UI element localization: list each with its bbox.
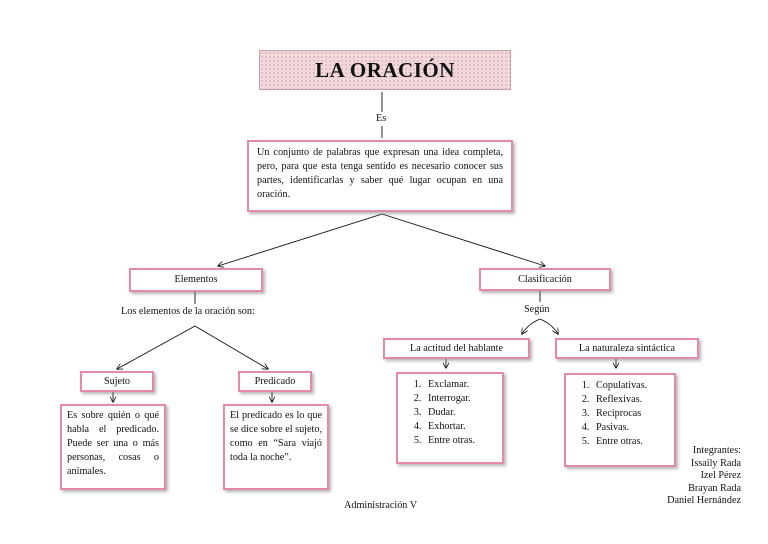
integrante-name: Issaily Rada [690, 457, 741, 469]
clasificacion-label: Clasificación [518, 273, 572, 285]
integrantes-block: Integrantes: Issaily Rada Izel Pérez Bra… [611, 445, 741, 508]
list-item: Exclamar. [424, 378, 502, 392]
naturaleza-label: La naturaleza sintáctica [578, 342, 676, 354]
naturaleza-list-box: Copulativas. Reflexivas. Reciprocas Pasi… [564, 373, 676, 467]
clasificacion-box: Clasificación [479, 268, 611, 291]
arrow-to-actitud [522, 318, 541, 334]
list-item: Exhortar. [424, 420, 502, 434]
definition-box: Un conjunto de palabras que expresan una… [247, 140, 513, 212]
sujeto-description: Es sobre quién o qué habla el predicado.… [67, 410, 159, 477]
integrante-name: Izel Pérez [700, 470, 741, 481]
footer-course: Administración V [344, 500, 418, 511]
predicado-box: Predicado [238, 371, 312, 392]
predicado-label: Predicado [254, 375, 296, 387]
list-item: Reflexivas. [592, 393, 674, 407]
list-item: Reciprocas [592, 407, 674, 421]
definition-text: Un conjunto de palabras que expresan una… [257, 147, 503, 200]
list-item: Pasivas. [592, 421, 674, 435]
sujeto-label: Sujeto [103, 375, 131, 387]
elementos-label: Elementos [174, 274, 218, 285]
clasificacion-connector: Según [524, 304, 550, 315]
naturaleza-list: Copulativas. Reflexivas. Reciprocas Pasi… [566, 379, 674, 449]
arrow-to-naturaleza [539, 318, 558, 334]
list-item: Entre otras. [424, 434, 502, 448]
page-title: LA ORACIÓN [315, 57, 455, 82]
integrantes-heading: Integrantes: [692, 445, 741, 456]
list-item: Interrogar. [424, 392, 502, 406]
actitud-label: La actitud del hablante [409, 342, 504, 354]
list-item: Dudar. [424, 406, 502, 420]
connector-es: Es [376, 113, 387, 124]
integrante-name: Daniel Hernández [667, 495, 741, 506]
sujeto-description-box: Es sobre quién o qué habla el predicado.… [60, 404, 166, 490]
predicado-description-box: El predicado es lo que se dice sobre el … [223, 404, 329, 490]
naturaleza-box: La naturaleza sintáctica [555, 338, 699, 359]
integrante-name: Brayan Rada [688, 482, 741, 494]
actitud-box: La actitud del hablante [383, 338, 530, 359]
arrow-to-sujeto [117, 325, 196, 369]
predicado-description: El predicado es lo que se dice sobre el … [230, 410, 322, 463]
list-item: Copulativas. [592, 379, 674, 393]
list-item: Entre otras. [592, 435, 674, 449]
arrow-to-elementos [218, 213, 383, 266]
actitud-list: Exclamar. Interrogar. Dudar. Exhortar. E… [398, 378, 502, 448]
arrow-to-predicado [194, 325, 268, 369]
elementos-box: Elementos [129, 268, 263, 292]
sujeto-box: Sujeto [80, 371, 154, 392]
elementos-connector: Los elementos de la oración son: [121, 306, 255, 317]
arrow-to-clasificacion [381, 213, 545, 266]
actitud-list-box: Exclamar. Interrogar. Dudar. Exhortar. E… [396, 372, 504, 464]
title-box: LA ORACIÓN [259, 50, 511, 90]
